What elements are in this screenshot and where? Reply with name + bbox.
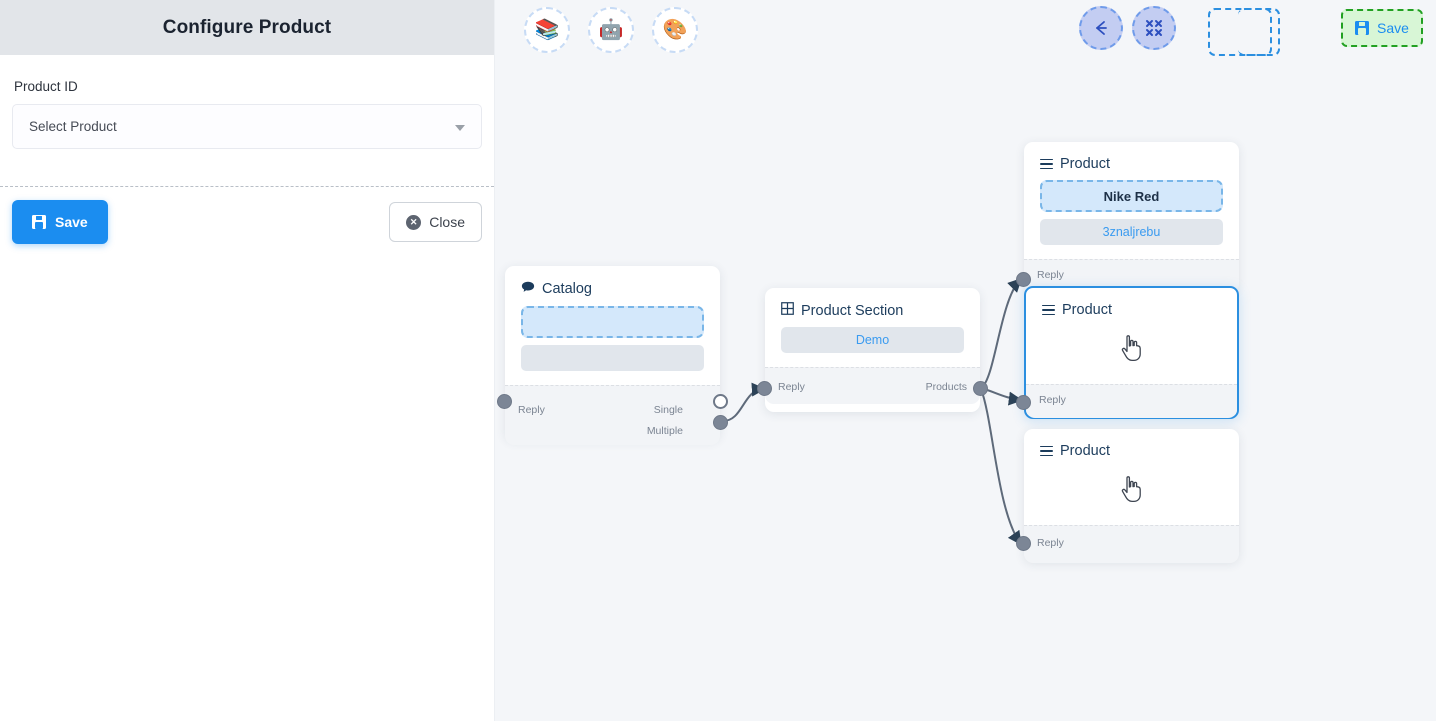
product-id-select-value: Select Product [29,119,117,134]
chat-bubble-icon [521,280,535,298]
product-1-port-reply-dot[interactable] [1016,272,1031,287]
node-product-2[interactable]: Product Reply [1016,286,1239,419]
catalog-port-reply-dot[interactable] [497,394,512,409]
product-section-port-reply-label: Reply [778,381,805,393]
palette-icon: 🎨 [662,19,688,41]
grid-icon [781,302,794,319]
edge-catalog-to-section [722,382,766,422]
tool-bot-button[interactable]: 🤖 [588,7,634,53]
node-product-section-footer: Reply Products [765,367,980,404]
canvas-save-button[interactable]: Save [1341,9,1423,47]
catalog-port-single-label: Single [653,404,683,416]
node-catalog[interactable]: Catalog Reply Single Multiple [497,266,728,445]
catalog-dropzone[interactable] [521,306,704,338]
panel-header: Configure Product [0,0,494,55]
save-button-label: Save [55,214,88,230]
node-product-section[interactable]: Product Section Demo Reply Products [757,288,988,412]
floppy-disk-icon [32,215,46,229]
node-product-1[interactable]: Product Nike Red 3znaljrebu Reply [1016,142,1239,293]
node-catalog-body [505,304,720,385]
node-product-3-footer: Reply [1024,525,1239,563]
product-section-port-products-label: Products [925,381,967,393]
product-1-port-reply-label: Reply [1037,269,1064,281]
close-circle-icon: ✕ [406,214,422,230]
product-id-label: Product ID [14,79,78,94]
hamburger-icon [1042,304,1055,316]
tool-stack-button[interactable]: 📚 [524,7,570,53]
tool-theme-button[interactable]: 🎨 [652,7,698,53]
node-catalog-footer: Reply Single Multiple [505,385,720,445]
node-product-2-title: Product [1062,302,1112,318]
panel-body: Product ID Select Product [0,55,494,149]
catalog-port-multiple-label: Multiple [646,425,683,437]
node-product-3-header: Product [1024,429,1239,465]
panel-divider [0,186,494,187]
close-button[interactable]: ✕ Close [389,202,482,242]
node-product-2-header: Product [1026,288,1237,324]
product-1-chip[interactable]: 3znaljrebu [1040,219,1223,245]
node-product-3-body [1024,465,1239,525]
node-product-section-header: Product Section [765,288,980,325]
product-section-port-reply-dot[interactable] [757,381,772,396]
product-2-port-reply-label: Reply [1039,394,1066,406]
stack-icon: 📚 [534,19,560,41]
product-1-dropzone[interactable]: Nike Red [1040,180,1223,212]
node-catalog-header: Catalog [505,266,720,304]
product-id-select[interactable]: Select Product [12,104,482,149]
product-2-port-reply-dot[interactable] [1016,395,1031,410]
hamburger-icon [1040,158,1053,170]
pointer-cursor-icon [1042,326,1221,370]
back-button[interactable] [1079,6,1123,50]
edge-section-to-product-3 [980,388,1022,546]
toolbar-dropzone-right[interactable] [1238,8,1280,56]
chevron-down-icon [455,124,465,131]
page-title: Configure Product [162,16,332,38]
node-product-section-title: Product Section [801,302,904,319]
collapse-icon [1146,20,1162,36]
fit-view-button[interactable] [1132,6,1176,50]
pointer-cursor-icon [1040,467,1223,511]
save-button[interactable]: Save [12,200,108,244]
panel-actions: Save ✕ Close [12,200,482,244]
node-product-section-body: Demo [765,325,980,367]
node-catalog-title: Catalog [542,281,592,297]
product-3-port-reply-label: Reply [1037,537,1064,549]
close-button-label: Close [429,214,465,230]
canvas-save-label: Save [1377,20,1409,36]
node-product-2-footer: Reply [1026,384,1237,418]
product-section-chip-demo[interactable]: Demo [781,327,964,353]
node-product-1-header: Product [1024,142,1239,178]
node-product-1-title: Product [1060,156,1110,172]
flow-canvas[interactable]: 📚 🤖 🎨 Save [495,0,1436,721]
arrow-left-icon [1096,21,1107,35]
edge-section-to-product-1 [980,278,1022,389]
node-product-3-title: Product [1060,443,1110,459]
catalog-port-single-dot[interactable] [713,394,728,409]
floppy-disk-icon [1355,21,1370,35]
node-product-1-body: Nike Red 3znaljrebu [1024,178,1239,259]
node-product-2-body [1026,324,1237,384]
catalog-port-multiple-dot[interactable] [713,415,728,430]
configure-product-panel: Configure Product Product ID Select Prod… [0,0,495,721]
node-product-3[interactable]: Product Reply [1016,429,1239,563]
catalog-chip[interactable] [521,345,704,371]
catalog-port-reply-label: Reply [518,404,545,416]
product-3-port-reply-dot[interactable] [1016,536,1031,551]
hamburger-icon [1040,445,1053,457]
robot-icon: 🤖 [598,19,624,41]
product-section-port-products-dot[interactable] [973,381,988,396]
